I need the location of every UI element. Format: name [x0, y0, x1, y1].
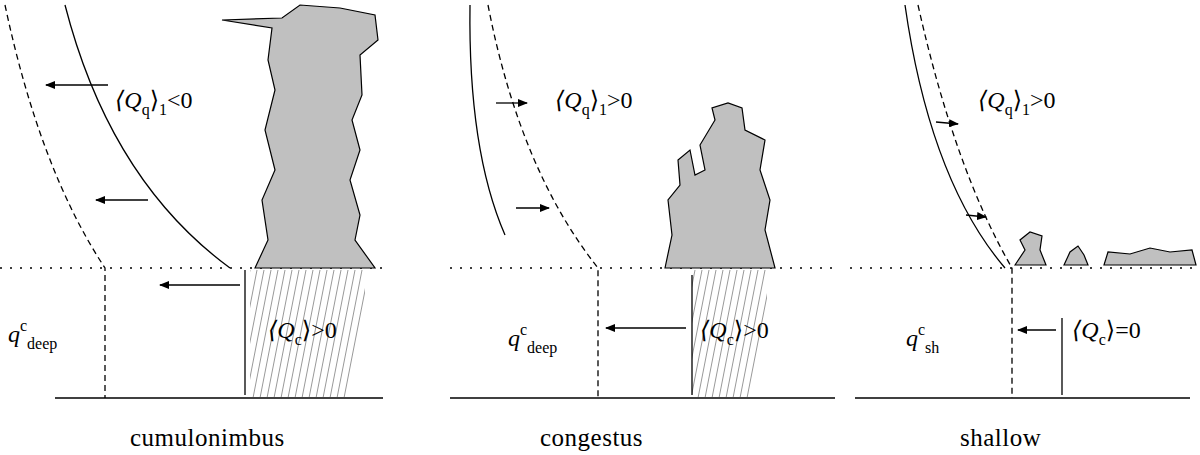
panel-caption: cumulonimbus	[130, 425, 285, 450]
caption-text: congestus	[540, 424, 643, 451]
symbol-text: ⟨Q	[115, 87, 142, 113]
symbol-text: ⟩	[302, 317, 311, 343]
symbol-text: ⟨Q	[700, 317, 727, 343]
moisture-tendency: ⟨Qq⟩1<0	[115, 88, 193, 118]
subscript: 1	[1022, 101, 1030, 118]
symbol-text: ⟨Q	[268, 317, 295, 343]
symbol-text: ⟩	[590, 87, 599, 113]
moisture-tendency: ⟨Qq⟩1>0	[978, 88, 1056, 118]
symbol-text: ⟩	[1013, 87, 1022, 113]
condensation-tendency: ⟨Qc⟩>0	[268, 318, 337, 348]
subscript: c	[1099, 331, 1106, 348]
superscript: c	[520, 321, 527, 338]
subscript: 1	[599, 101, 607, 118]
symbol-text: q	[508, 325, 520, 351]
cloud-shape	[222, 5, 1196, 268]
subscript: sh	[925, 339, 939, 356]
symbol-text: ⟩	[150, 87, 159, 113]
moisture-profile: qcdeep	[508, 322, 557, 356]
symbol-text: q	[906, 325, 918, 351]
rain-hatch	[692, 270, 767, 397]
caption-text: cumulonimbus	[130, 424, 285, 451]
symbol-text: ⟨Q	[1072, 317, 1099, 343]
superscript: c	[918, 321, 925, 338]
symbol-text: q	[8, 321, 20, 347]
caption-text: shallow	[960, 424, 1041, 451]
symbol-text: >0	[1030, 87, 1056, 113]
moisture-tendency: ⟨Qq⟩1>0	[555, 88, 633, 118]
panel-caption: congestus	[540, 425, 643, 450]
subscript: q	[582, 101, 590, 118]
symbol-text: <0	[167, 87, 193, 113]
panel-caption: shallow	[960, 425, 1041, 450]
profile-curves	[5, 5, 1062, 398]
ground-line	[55, 397, 1190, 399]
symbol-text: >0	[743, 317, 769, 343]
tendency-arrows	[46, 85, 1056, 330]
symbol-text: >0	[311, 317, 337, 343]
symbol-text: ⟨Q	[555, 87, 582, 113]
symbol-text: >0	[607, 87, 633, 113]
subscript: c	[295, 331, 302, 348]
condensation-tendency: ⟨Qc⟩>0	[700, 318, 769, 348]
moisture-profile: qcdeep	[8, 318, 57, 352]
subscript: q	[1005, 101, 1013, 118]
cloud-base-line	[0, 267, 1198, 269]
symbol-text: ⟩	[1106, 317, 1115, 343]
subscript: deep	[27, 335, 57, 352]
rain-hatch	[250, 270, 365, 397]
condensation-tendency: ⟨Qc⟩=0	[1072, 318, 1141, 348]
subscript: deep	[527, 339, 557, 356]
superscript: c	[20, 317, 27, 334]
symbol-text: =0	[1115, 317, 1141, 343]
subscript: c	[727, 331, 734, 348]
subscript: q	[142, 101, 150, 118]
subscript: 1	[159, 101, 167, 118]
symbol-text: ⟨Q	[978, 87, 1005, 113]
symbol-text: ⟩	[734, 317, 743, 343]
moisture-profile: qcsh	[906, 322, 939, 356]
